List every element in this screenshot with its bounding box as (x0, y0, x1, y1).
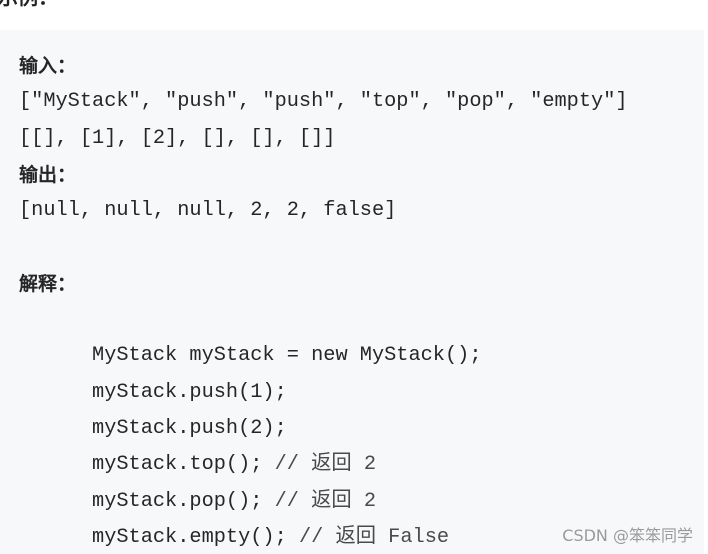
code-text: MyStack myStack = new MyStack(); (92, 344, 482, 368)
explain-line: myStack.push(1); (19, 338, 704, 404)
input-line: ["MyStack", "push", "push", "top", "pop"… (19, 90, 628, 114)
code-text: myStack.push(2); (92, 416, 287, 440)
explain-line: myStack.push(2); (19, 375, 704, 440)
input-line: [[], [1], [2], [], [], []] (19, 126, 336, 150)
blank-line (19, 229, 704, 265)
output-label: 输出： (19, 163, 77, 186)
explain-line: myStack.pop(); // 返回 2 (19, 447, 704, 513)
explain-line: MyStack myStack = new MyStack(); (19, 302, 704, 367)
output-line: [null, null, null, 2, 2, false] (19, 199, 397, 223)
explain-line: myStack.empty(); // 返回 False (19, 484, 704, 549)
csdn-watermark: CSDN @笨笨同学 (562, 526, 693, 545)
code-comment: // 返回 2 (274, 489, 377, 513)
explain-label: 解释： (19, 272, 77, 295)
input-label: 输入： (19, 55, 77, 77)
code-comment: // 返回 False (298, 525, 450, 549)
code-text: myStack.push(1); (92, 380, 287, 404)
code-text: myStack.pop(); (92, 489, 275, 513)
code-text: myStack.empty(); (92, 525, 299, 549)
explain-line: myStack.top(); // 返回 2 (19, 411, 704, 476)
code-text: myStack.top(); (92, 453, 275, 477)
example-code-block: 输入： ["MyStack", "push", "push", "top", "… (0, 30, 704, 554)
example-heading: 示例： (0, 0, 58, 9)
code-comment: // 返回 2 (274, 453, 377, 477)
